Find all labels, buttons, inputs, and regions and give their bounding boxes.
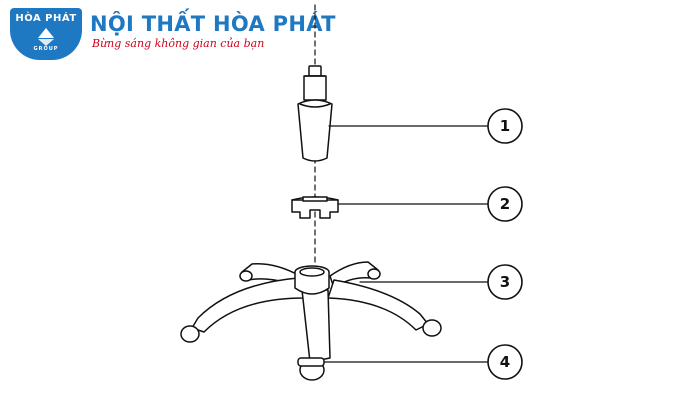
hoa-phat-logo: HÒA PHÁT GROUP — [10, 8, 82, 60]
connector-ring-part — [291, 196, 339, 219]
star-base-part — [191, 261, 429, 363]
callout-circle-4 — [487, 344, 523, 380]
callout-label-1: 1 — [500, 117, 510, 135]
caster-wheels — [180, 268, 442, 381]
callout-circle-3 — [487, 264, 523, 300]
gas-lift-part — [297, 65, 333, 162]
caster-wheel-back-right — [367, 268, 381, 280]
logo-mark-icon — [38, 28, 54, 46]
callout-circle-2 — [487, 186, 523, 222]
callout-label-3: 3 — [500, 273, 510, 291]
caster-wheel-back-left — [239, 270, 253, 282]
callout-label-2: 2 — [500, 195, 510, 213]
company-name: NỘI THẤT HÒA PHÁT — [90, 12, 336, 36]
logo-sub-text: GROUP — [33, 46, 59, 52]
caster-wheel-right — [422, 319, 442, 337]
callout-circle-1 — [487, 108, 523, 144]
caster-wheel-left — [180, 325, 200, 343]
slogan: Bừng sáng không gian của bạn — [92, 37, 265, 50]
callout-label-4: 4 — [500, 353, 510, 371]
logo-brand-text: HÒA PHÁT — [15, 13, 77, 24]
